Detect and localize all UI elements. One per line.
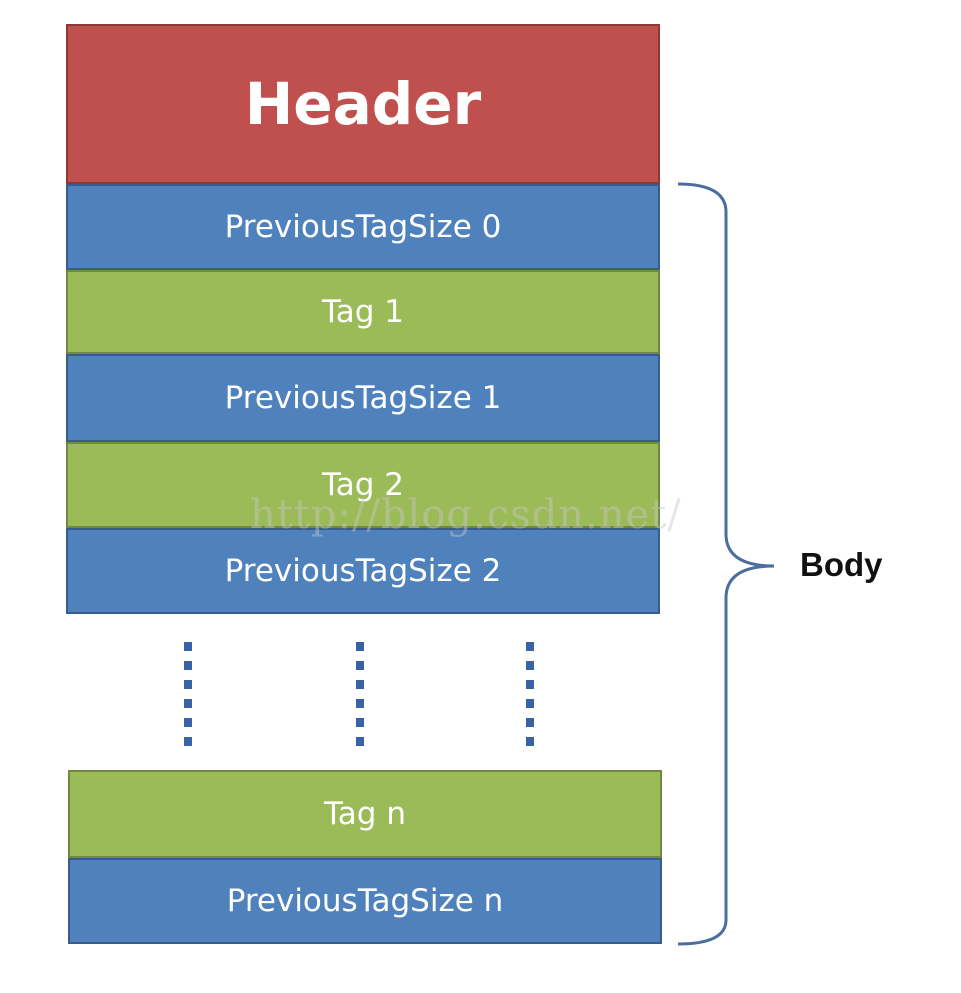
header-block: Header	[66, 24, 660, 184]
ellipsis-dots-left	[184, 642, 192, 746]
ellipsis-dots-right	[526, 642, 534, 746]
tag-1-block: Tag 1	[66, 270, 660, 354]
previous-tag-size-0-block: PreviousTagSize 0	[66, 184, 660, 270]
previous-tag-size-1-block: PreviousTagSize 1	[66, 354, 660, 442]
header-label: Header	[244, 70, 482, 138]
tag-2-label: Tag 2	[321, 467, 405, 503]
previous-tag-size-2-block: PreviousTagSize 2	[66, 528, 660, 614]
tag-1-label: Tag 1	[321, 294, 405, 330]
tag-2-block: Tag 2	[66, 442, 660, 528]
ellipsis-dots-center	[356, 642, 364, 746]
body-brace-icon	[677, 182, 775, 946]
tag-n-block: Tag n	[68, 770, 662, 858]
previous-tag-size-n-label: PreviousTagSize n	[226, 883, 504, 919]
previous-tag-size-2-label: PreviousTagSize 2	[224, 553, 502, 589]
tag-n-label: Tag n	[324, 796, 406, 832]
previous-tag-size-1-label: PreviousTagSize 1	[224, 380, 502, 416]
previous-tag-size-n-block: PreviousTagSize n	[68, 858, 662, 944]
previous-tag-size-0-label: PreviousTagSize 0	[224, 209, 502, 245]
watermark-text: http://blog.csdn.net/	[250, 492, 682, 538]
body-label: Body	[800, 546, 883, 583]
